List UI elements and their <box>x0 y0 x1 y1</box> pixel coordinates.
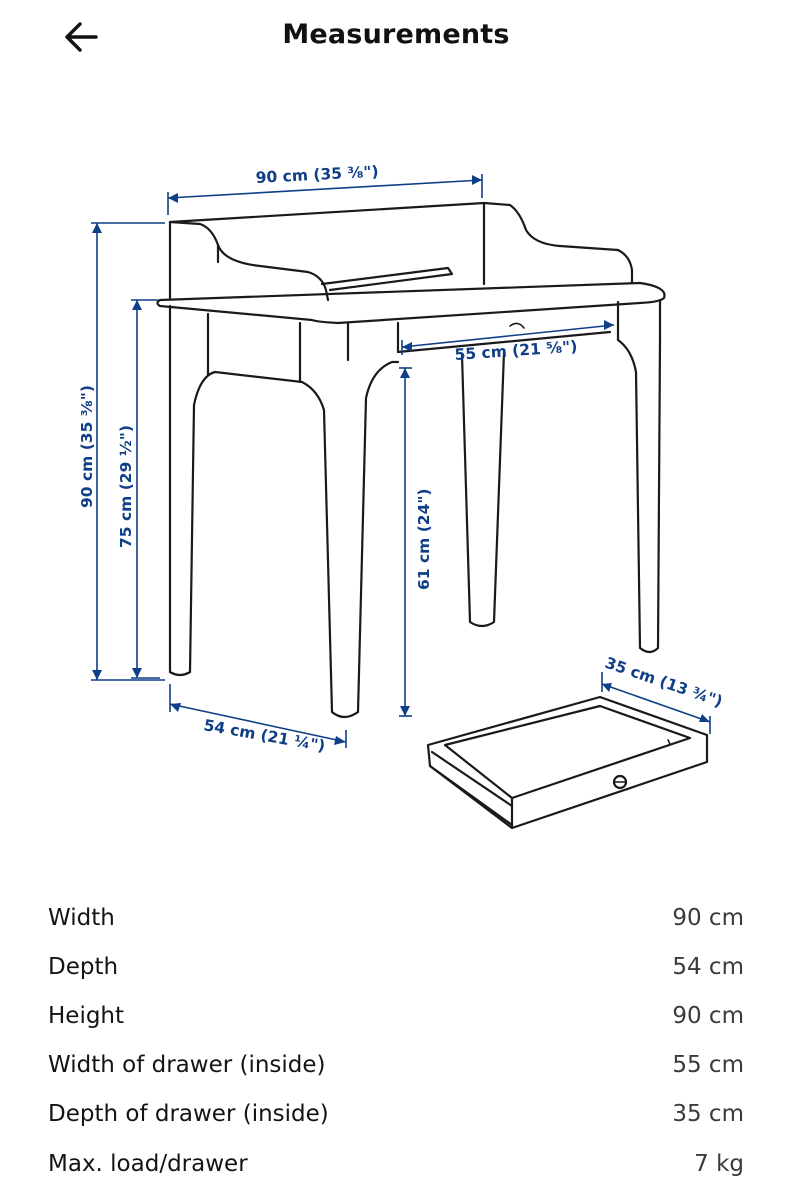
spec-value: 90 cm <box>672 1002 744 1029</box>
spec-label: Depth <box>48 953 119 980</box>
label-inner-width: 55 cm (21 ⅝") <box>454 337 578 364</box>
spec-label: Width of drawer (inside) <box>48 1052 326 1079</box>
desk-leg-front-left <box>168 304 400 719</box>
spec-row-max-load: Max. load/drawer 7 kg <box>48 1139 744 1188</box>
spec-row-depth: Depth 54 cm <box>48 942 744 991</box>
spec-value: 7 kg <box>694 1150 744 1177</box>
desk-drawing: 90 cm (35 ⅜") 55 cm (21 ⅝") 90 cm (35 ⅜"… <box>78 163 725 830</box>
label-top-width: 90 cm (35 ⅜") <box>255 163 379 187</box>
label-drawer-depth: 35 cm (13 ¾") <box>603 654 725 711</box>
spec-value: 54 cm <box>672 953 744 980</box>
spec-row-drawer-depth: Depth of drawer (inside) 35 cm <box>48 1090 744 1139</box>
label-knee-height: 61 cm (24") <box>415 488 433 590</box>
spec-row-height: Height 90 cm <box>48 991 744 1040</box>
desk-leg-front-right <box>616 298 662 654</box>
measurements-list: Width 90 cm Depth 54 cm Height 90 cm Wid… <box>48 893 744 1188</box>
label-desk-height: 75 cm (29 ½") <box>117 425 135 548</box>
measurement-illustration: 90 cm (35 ⅜") 55 cm (21 ⅝") 90 cm (35 ⅜"… <box>0 110 792 870</box>
label-depth: 54 cm (21 ¼") <box>202 716 326 755</box>
arrow-left-icon <box>65 22 98 52</box>
spec-value: 90 cm <box>672 904 744 931</box>
label-total-height: 90 cm (35 ⅜") <box>78 385 96 508</box>
spec-label: Max. load/drawer <box>48 1150 248 1177</box>
spec-value: 55 cm <box>672 1052 744 1079</box>
header-bar: Measurements <box>0 0 792 80</box>
spec-row-width: Width 90 cm <box>48 893 744 942</box>
desk-leg-back-right <box>460 350 506 628</box>
page-title: Measurements <box>282 19 510 50</box>
desk-top <box>156 281 666 325</box>
spec-label: Width <box>48 904 115 931</box>
spec-label: Depth of drawer (inside) <box>48 1101 329 1128</box>
desk-gallery <box>168 220 330 302</box>
back-button[interactable] <box>56 12 106 62</box>
spec-row-drawer-width: Width of drawer (inside) 55 cm <box>48 1041 744 1090</box>
drawer-box <box>426 695 709 830</box>
spec-label: Height <box>48 1002 125 1029</box>
spec-value: 35 cm <box>672 1101 744 1128</box>
